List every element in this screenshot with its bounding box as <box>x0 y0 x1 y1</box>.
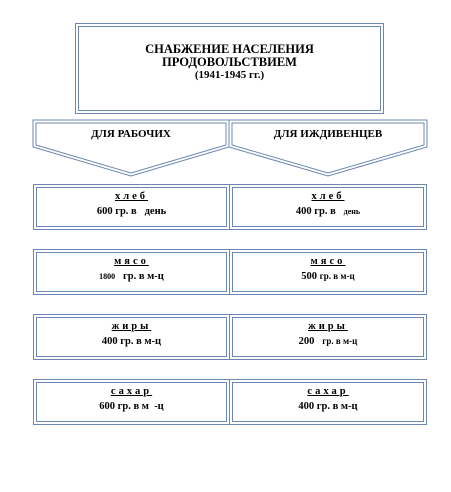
title-years: (1941-1945 гг.) <box>194 69 265 81</box>
amount: 500 гр. в м-ц <box>301 271 355 282</box>
diagram-title-box: СНАБЖЕНИЕ НАСЕЛЕНИЯ ПРОДОВОЛЬСТВИЕМ (194… <box>75 23 384 114</box>
title-line-2: ПРОДОВОЛЬСТВИЕМ <box>162 55 297 69</box>
workers-sugar-cell: сахар 600 гр. в м -ц <box>33 379 230 425</box>
item-name: сахар <box>307 386 349 397</box>
workers-meat-cell: мясо 1800 гр. в м-ц <box>33 249 230 295</box>
workers-header-label: ДЛЯ РАБОЧИХ <box>91 128 171 140</box>
amount: 400 гр. в день <box>295 206 361 217</box>
item-name: жиры <box>111 321 152 332</box>
item-name: мясо <box>310 256 346 267</box>
dependents-header-label: ДЛЯ ИЖДИВЕНЦЕВ <box>273 128 383 140</box>
amount: 200 гр. в м-ц <box>298 336 358 347</box>
dependents-fats-cell: жиры 200 гр. в м-ц <box>229 314 427 360</box>
amount: 1800 гр. в м-ц <box>99 271 164 282</box>
dependents-bread-cell: хлеб 400 гр. в день <box>229 184 427 230</box>
workers-fats-cell: жиры 400 гр. в м-ц <box>33 314 230 360</box>
item-name: сахар <box>110 386 153 397</box>
dependents-sugar-cell: сахар 400 гр. в м-ц <box>229 379 427 425</box>
amount: 600 гр. в м -ц <box>99 401 164 412</box>
title-line-1: СНАБЖЕНИЕ НАСЕЛЕНИЯ <box>145 42 314 56</box>
amount: 600 гр. в день <box>96 206 167 217</box>
item-name: хлеб <box>114 191 149 202</box>
item-name: мясо <box>114 256 149 267</box>
workers-bread-cell: хлеб 600 гр. в день <box>33 184 230 230</box>
amount: 400 гр. в м-ц <box>298 401 358 412</box>
dependents-meat-cell: мясо 500 гр. в м-ц <box>229 249 427 295</box>
item-name: жиры <box>308 321 348 332</box>
item-name: хлеб <box>311 191 345 202</box>
amount: 400 гр. в м-ц <box>101 336 162 347</box>
